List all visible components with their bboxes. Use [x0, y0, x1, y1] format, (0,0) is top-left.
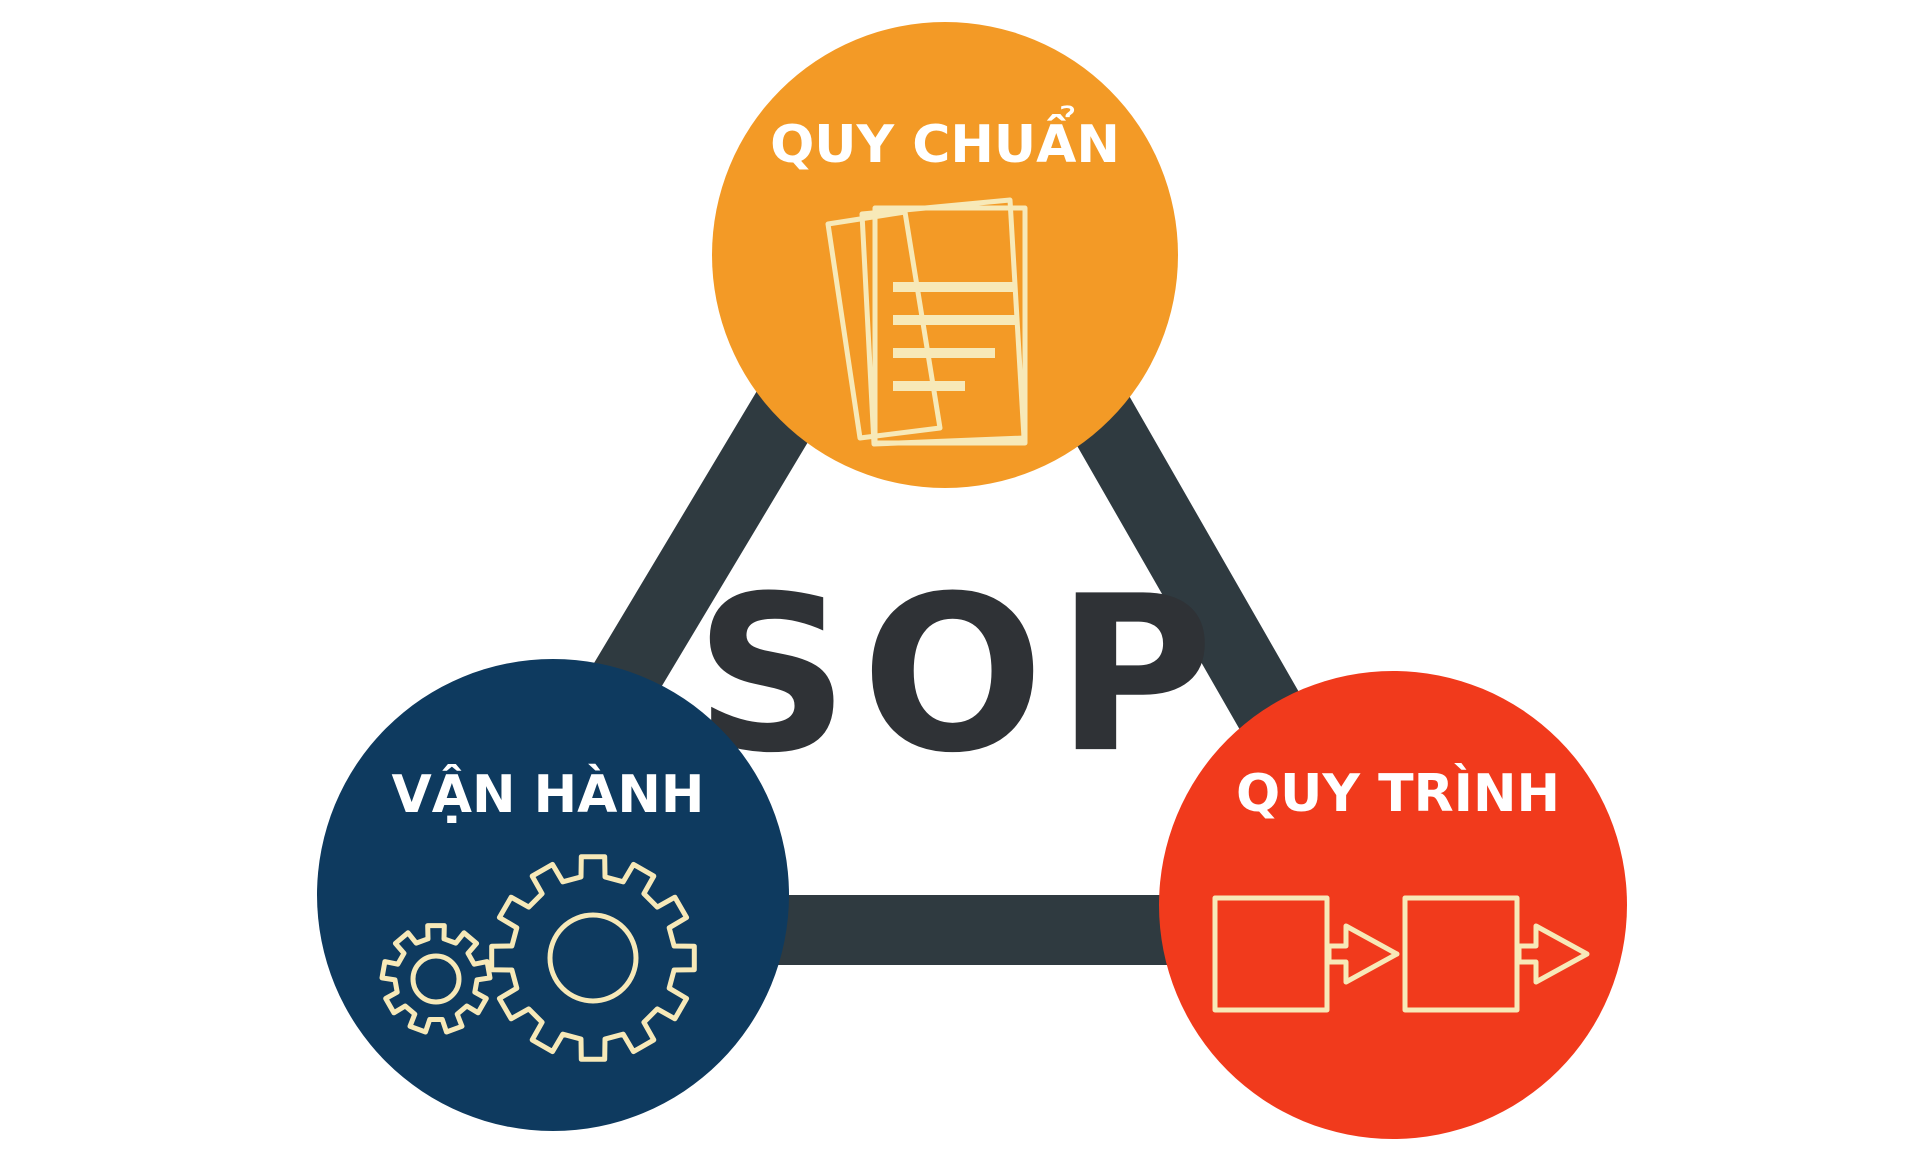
large-gear-icon: [489, 854, 697, 1062]
gears-icon: [379, 854, 697, 1062]
node-quy-chuan-label: QUY CHUẨN: [770, 105, 1120, 175]
triangle-frame-shape: [413, 75, 1456, 965]
document-stack-icon: [825, 197, 1028, 447]
process-flow-icon: [1212, 895, 1590, 1013]
node-quy-chuan-circle: [712, 22, 1178, 488]
node-quy-chuan: QUY CHUẨN: [712, 22, 1178, 488]
center-label: SOP: [694, 549, 1225, 800]
triangle-frame: [413, 75, 1456, 965]
small-gear-icon: [379, 923, 493, 1035]
node-van-hanh-label: VẬN HÀNH: [392, 764, 705, 825]
node-quy-trinh-label: QUY TRÌNH: [1236, 763, 1560, 824]
node-quy-trinh: QUY TRÌNH: [1159, 671, 1627, 1139]
node-quy-trinh-circle: [1159, 671, 1627, 1139]
node-van-hanh-circle: [317, 659, 789, 1131]
node-van-hanh: VẬN HÀNH: [317, 659, 789, 1131]
